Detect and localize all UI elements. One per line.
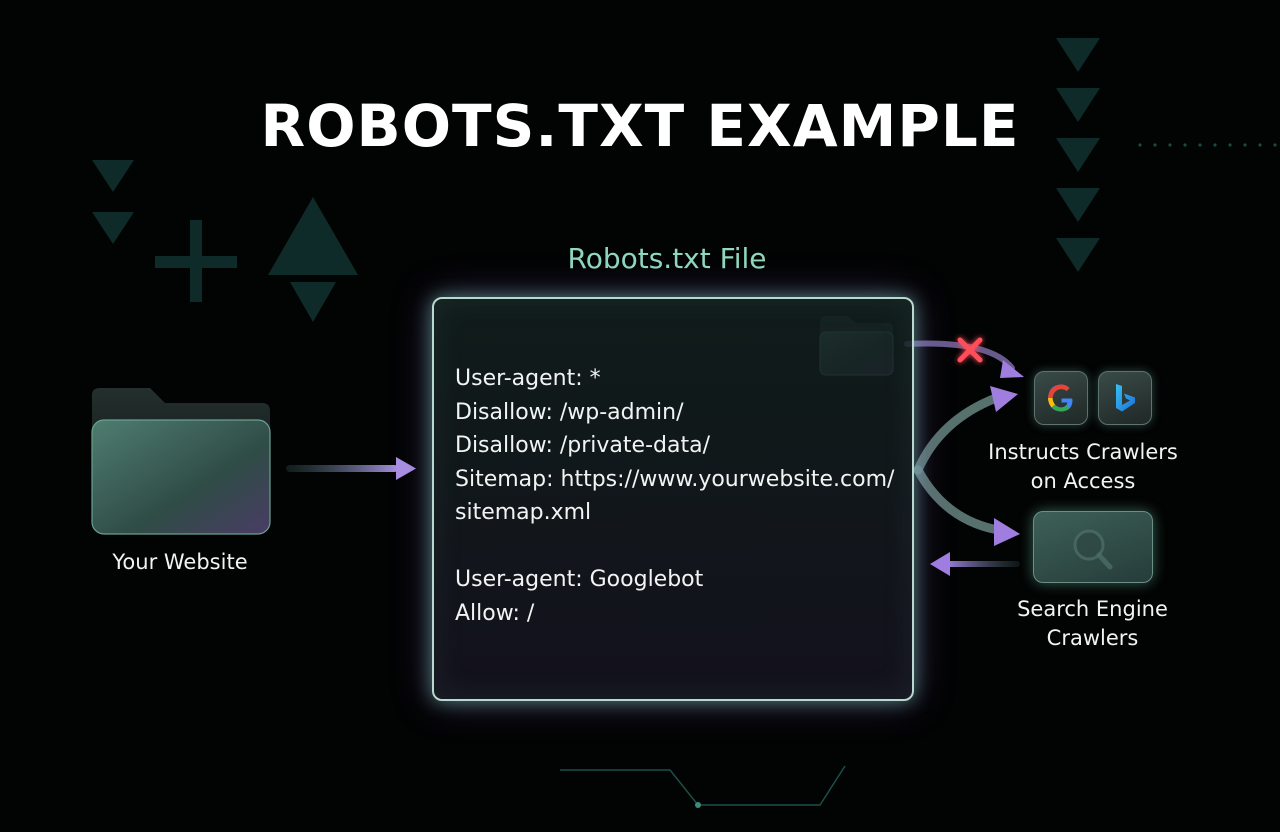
decor-circuit xyxy=(560,765,846,808)
crawlers-label-line2: Crawlers xyxy=(1046,626,1139,650)
code-line: Sitemap: https://www.yourwebsite.com/ xyxy=(455,466,895,492)
search-engine-crawlers-label: Search Engine Crawlers xyxy=(990,595,1195,653)
code-line: User-agent: * xyxy=(455,366,601,391)
decor-right xyxy=(1056,38,1100,272)
decor-triangle-up-icon xyxy=(268,197,358,275)
code-line: Allow: / xyxy=(455,600,535,626)
instructs-label-line2: on Access xyxy=(1030,469,1136,493)
robots-file-content: User-agent: * Disallow: /wp-admin/ Disal… xyxy=(455,362,905,630)
instructs-crawlers-label: Instructs Crawlers on Access xyxy=(978,438,1188,496)
decor-triangle-icon xyxy=(290,282,336,322)
code-line-blank xyxy=(455,530,905,564)
robots-file-heading: Robots.txt File xyxy=(567,242,767,275)
magnifier-icon xyxy=(1073,529,1113,570)
bing-tile xyxy=(1098,371,1152,425)
decor-plus-icon xyxy=(190,220,202,302)
decor-triangle-icon xyxy=(92,212,134,244)
arrow-to-engines xyxy=(913,386,1018,475)
bing-logo-icon xyxy=(1116,384,1135,412)
arrow-crawlers-to-file xyxy=(930,552,1020,576)
decor-triangle-icon xyxy=(92,160,134,192)
blocked-x-icon xyxy=(957,337,983,363)
arrow-to-crawlers xyxy=(913,465,1020,546)
code-line: User-agent: Googlebot xyxy=(455,567,704,592)
decor-left xyxy=(92,160,358,322)
arrow-website-to-file xyxy=(286,457,416,480)
robots-file-card xyxy=(432,297,914,701)
decor-dots xyxy=(1138,143,1277,147)
code-line: sitemap.xml xyxy=(455,500,592,525)
website-label: Your Website xyxy=(112,550,248,574)
page-title: ROBOTS.TXT EXAMPLE xyxy=(260,92,1020,160)
google-logo-icon xyxy=(1048,384,1073,412)
search-crawler-tile xyxy=(1033,511,1153,583)
code-line: Disallow: /wp-admin/ xyxy=(455,399,684,425)
code-line: Disallow: /private-data/ xyxy=(455,433,710,458)
website-folder-icon xyxy=(91,388,271,535)
crawlers-label-line1: Search Engine xyxy=(1017,597,1168,621)
google-tile xyxy=(1034,371,1088,425)
instructs-label-line1: Instructs Crawlers xyxy=(988,440,1178,464)
